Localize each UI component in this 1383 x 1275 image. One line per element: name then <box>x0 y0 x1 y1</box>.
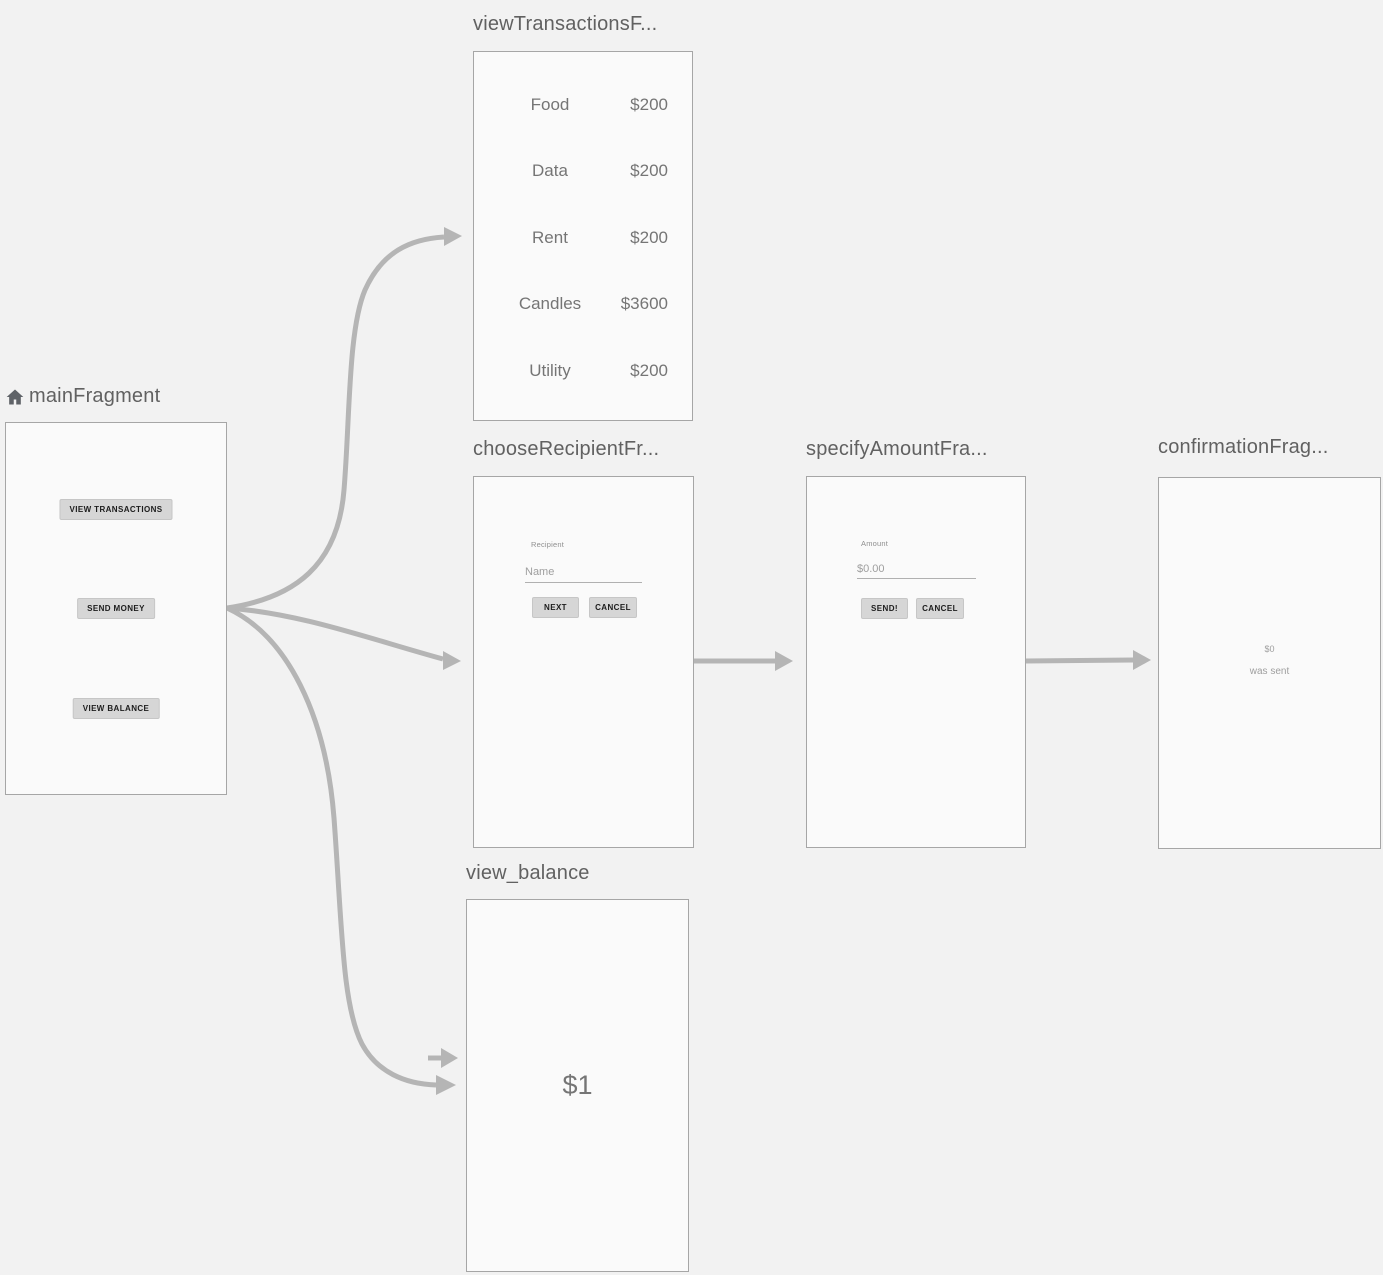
cancel-button: CANCEL <box>916 598 964 619</box>
recipient-name-input: Name <box>525 566 555 578</box>
action-arrow-specify-amount-to-confirmation[interactable] <box>1025 650 1151 670</box>
fragment-title-view-transactions: viewTransactionsF... <box>473 13 657 36</box>
action-arrow-main-to-choose-recipient[interactable] <box>226 605 461 670</box>
fragment-title-choose-recipient: chooseRecipientFr... <box>473 438 659 461</box>
fragment-title-label: view_balance <box>466 862 590 884</box>
transaction-label: Data <box>532 161 568 180</box>
transaction-row: Food $200 <box>474 95 692 117</box>
confirmation-amount-text: $0 <box>1264 644 1275 654</box>
confirmation-message-text: was sent <box>1249 666 1290 677</box>
transaction-row: Candles $3600 <box>474 294 692 316</box>
transaction-row: Data $200 <box>474 161 692 183</box>
fragment-choose-recipient[interactable]: Recipient Name NEXT CANCEL <box>473 476 694 848</box>
action-arrow-main-to-view-transactions[interactable] <box>226 227 462 611</box>
fragment-title-label: confirmationFrag... <box>1158 436 1329 458</box>
amount-field-label: Amount <box>861 539 889 548</box>
fragment-title-confirmation: confirmationFrag... <box>1158 436 1329 459</box>
action-arrow-main-to-view-balance[interactable] <box>225 605 456 1095</box>
next-button: NEXT <box>532 597 579 618</box>
transaction-amount: $200 <box>630 161 668 180</box>
fragment-title-label: chooseRecipientFr... <box>473 438 660 460</box>
view-balance-button: VIEW BALANCE <box>72 698 160 719</box>
fragment-specify-amount[interactable]: Amount $0.00 SEND! CANCEL <box>806 476 1026 848</box>
home-icon <box>5 387 25 407</box>
view-transactions-button: VIEW TRANSACTIONS <box>59 499 173 520</box>
send-button: SEND! <box>861 598 908 619</box>
fragment-title-label: specifyAmountFra... <box>806 438 988 460</box>
fragment-title-main: mainFragment <box>5 385 160 408</box>
send-money-button: SEND MONEY <box>77 598 155 619</box>
recipient-input-underline <box>525 582 642 583</box>
fragment-title-label: viewTransactionsF... <box>473 13 658 35</box>
transaction-label: Utility <box>529 361 571 380</box>
cancel-button: CANCEL <box>589 597 637 618</box>
transaction-label: Rent <box>532 228 568 247</box>
action-arrow-stub-to-view-balance[interactable] <box>428 1048 458 1068</box>
transaction-row: Rent $200 <box>474 228 692 250</box>
fragment-title-specify-amount: specifyAmountFra... <box>806 438 988 461</box>
action-arrow-choose-recipient-to-specify-amount[interactable] <box>694 651 793 671</box>
amount-input: $0.00 <box>857 563 885 575</box>
transaction-amount: $200 <box>630 95 668 114</box>
fragment-confirmation[interactable]: $0 was sent <box>1158 477 1381 849</box>
fragment-title-view-balance: view_balance <box>466 862 590 885</box>
amount-input-underline <box>857 578 976 579</box>
fragment-view-transactions[interactable]: Food $200 Data $200 Rent $200 Candles $3… <box>473 51 693 421</box>
transaction-amount: $3600 <box>620 294 668 313</box>
transaction-amount: $200 <box>630 228 668 247</box>
balance-amount-text: $1 <box>562 1070 593 1100</box>
fragment-title-label: mainFragment <box>29 385 161 407</box>
recipient-field-label: Recipient <box>531 540 565 549</box>
fragment-view-balance[interactable]: $1 <box>466 899 689 1272</box>
transaction-label: Food <box>530 95 570 114</box>
fragment-main[interactable]: VIEW TRANSACTIONS SEND MONEY VIEW BALANC… <box>5 422 227 795</box>
transaction-row: Utility $200 <box>474 361 692 383</box>
transaction-amount: $200 <box>630 361 668 380</box>
transaction-label: Candles <box>518 294 582 313</box>
